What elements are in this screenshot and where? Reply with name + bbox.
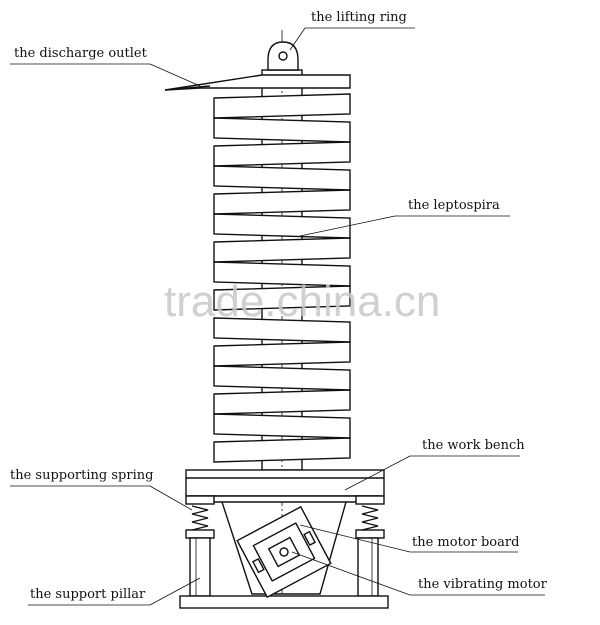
label-vibrating-motor: the vibrating motor bbox=[418, 577, 548, 592]
label-leptospira: the leptospira bbox=[408, 198, 500, 213]
spiral-tray bbox=[213, 93, 351, 119]
spiral-tray bbox=[213, 189, 351, 215]
label-work-bench: the work bench bbox=[422, 438, 525, 453]
spiral-tray bbox=[213, 237, 351, 263]
lifting-ring-shape bbox=[267, 41, 299, 71]
spiral-tray bbox=[213, 341, 351, 367]
label-discharge-outlet: the discharge outlet bbox=[14, 46, 148, 61]
label-lifting-ring: the lifting ring bbox=[311, 10, 407, 25]
motor-board-shape bbox=[221, 501, 347, 599]
right-supporting-spring bbox=[355, 495, 385, 539]
spiral-tray bbox=[213, 165, 351, 191]
spiral-tray bbox=[213, 437, 351, 463]
spiral-tray bbox=[213, 365, 351, 391]
watermark-text: trade.china.cn bbox=[164, 277, 440, 326]
base-plate bbox=[179, 595, 389, 609]
label-supporting-spring: the supporting spring bbox=[10, 468, 153, 483]
spiral-tray bbox=[213, 413, 351, 439]
work-bench-shape bbox=[185, 469, 385, 503]
spiral-trays bbox=[213, 93, 351, 463]
leader-lines bbox=[10, 27, 545, 606]
spiral-tray bbox=[213, 285, 351, 311]
label-support-pillar: the support pillar bbox=[30, 587, 146, 602]
left-supporting-spring bbox=[185, 495, 215, 539]
spiral-tray bbox=[213, 141, 351, 167]
label-motor-board: the motor board bbox=[412, 535, 519, 550]
spiral-tray bbox=[213, 213, 351, 239]
discharge-outlet-shape bbox=[164, 74, 351, 91]
spiral-tray bbox=[213, 389, 351, 415]
spiral-tray bbox=[213, 117, 351, 143]
